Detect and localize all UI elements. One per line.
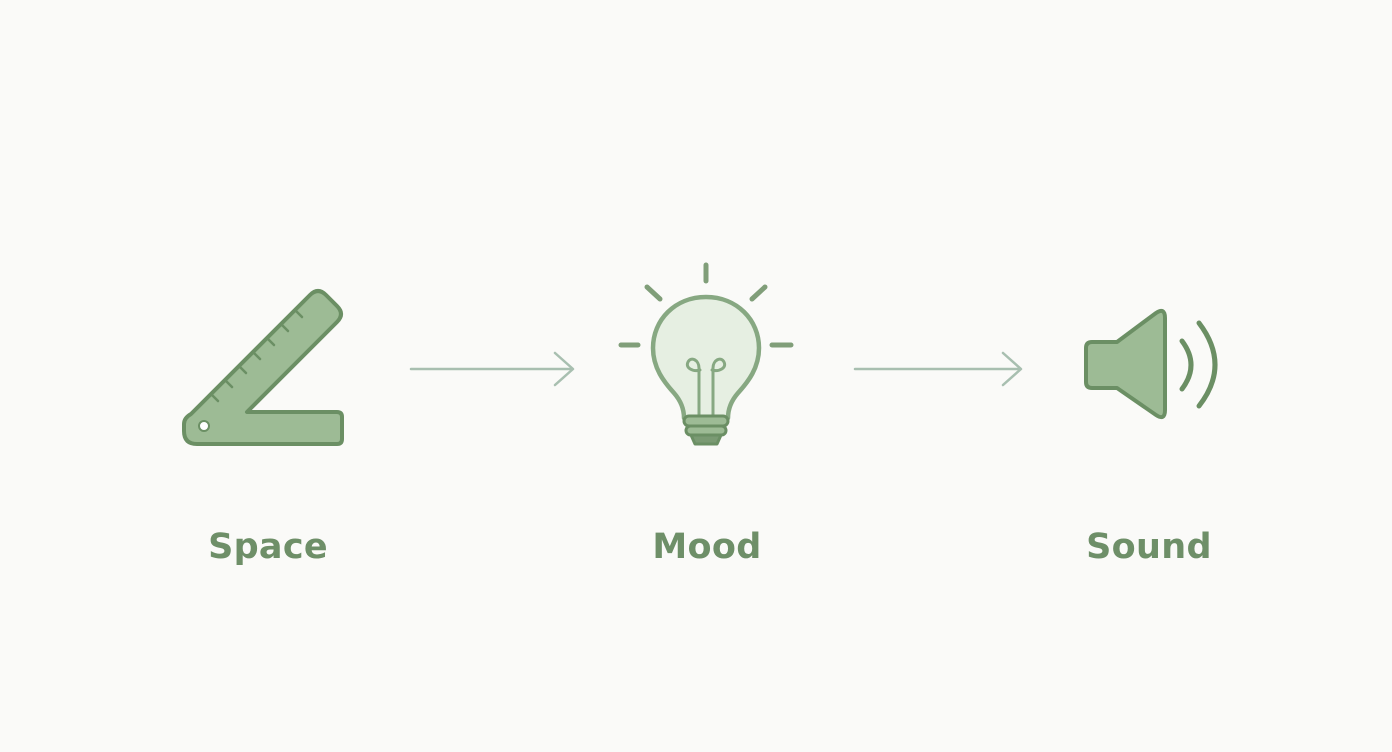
speaker-icon (1084, 308, 1218, 420)
step-label-sound: Sound (1086, 527, 1212, 567)
ruler-angle-icon (182, 289, 344, 446)
step-label-space: Space (208, 527, 328, 567)
arrow-right-icon (409, 351, 575, 387)
lightbulb-icon (618, 262, 794, 446)
step-label-mood: Mood (652, 527, 762, 567)
arrow-right-icon (853, 351, 1023, 387)
